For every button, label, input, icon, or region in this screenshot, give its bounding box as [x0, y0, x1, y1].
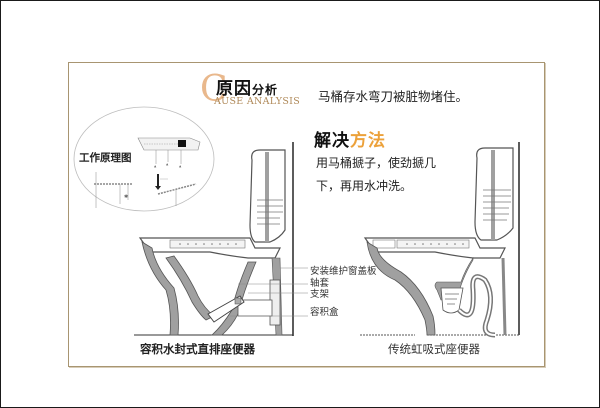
cause-description: 马桶存水弯刀被脏物堵住。 — [318, 89, 469, 104]
working-principle-label: 工作原理图 — [79, 152, 132, 164]
working-principle-diagram: ▲ ▲ ▲ ✱ — [73, 106, 215, 212]
solution-title-main: 解决 — [314, 131, 350, 151]
cause-title: 原因分析 — [216, 74, 278, 99]
solution-line-2: 下，再用水冲洗。 — [316, 179, 413, 193]
cause-title-small: 分析 — [252, 83, 279, 97]
right-toilet-diagram — [360, 142, 520, 338]
svg-text:▲: ▲ — [166, 162, 169, 166]
cause-c-letter: C — [200, 69, 228, 110]
left-toilet-diagram — [134, 142, 308, 336]
callout-volume-box: 容积盒 — [310, 307, 339, 318]
svg-text:▲: ▲ — [154, 164, 157, 168]
solution-text: 用马桶搋子，使劲搋几 下，再用水冲洗。 — [316, 152, 466, 198]
solution-line-1: 用马桶搋子，使劲搋几 — [316, 156, 437, 170]
caption-right-toilet: 传统虹吸式座便器 — [388, 342, 480, 356]
cause-subtitle: AUSE ANALYSIS — [214, 96, 301, 107]
caption-left-toilet: 容积水封式直排座便器 — [140, 342, 255, 356]
solution-title: 解决方法 — [314, 126, 386, 151]
callout-maintenance-cover: 安装维护窗盖板 — [310, 266, 377, 277]
cause-title-main: 原因 — [216, 79, 252, 99]
solution-title-accent: 方法 — [350, 131, 386, 151]
svg-text:✱: ✱ — [124, 194, 129, 200]
svg-text:▲: ▲ — [179, 164, 182, 168]
callout-bracket: 支架 — [310, 289, 330, 300]
callout-bushing: 轴套 — [310, 278, 330, 289]
